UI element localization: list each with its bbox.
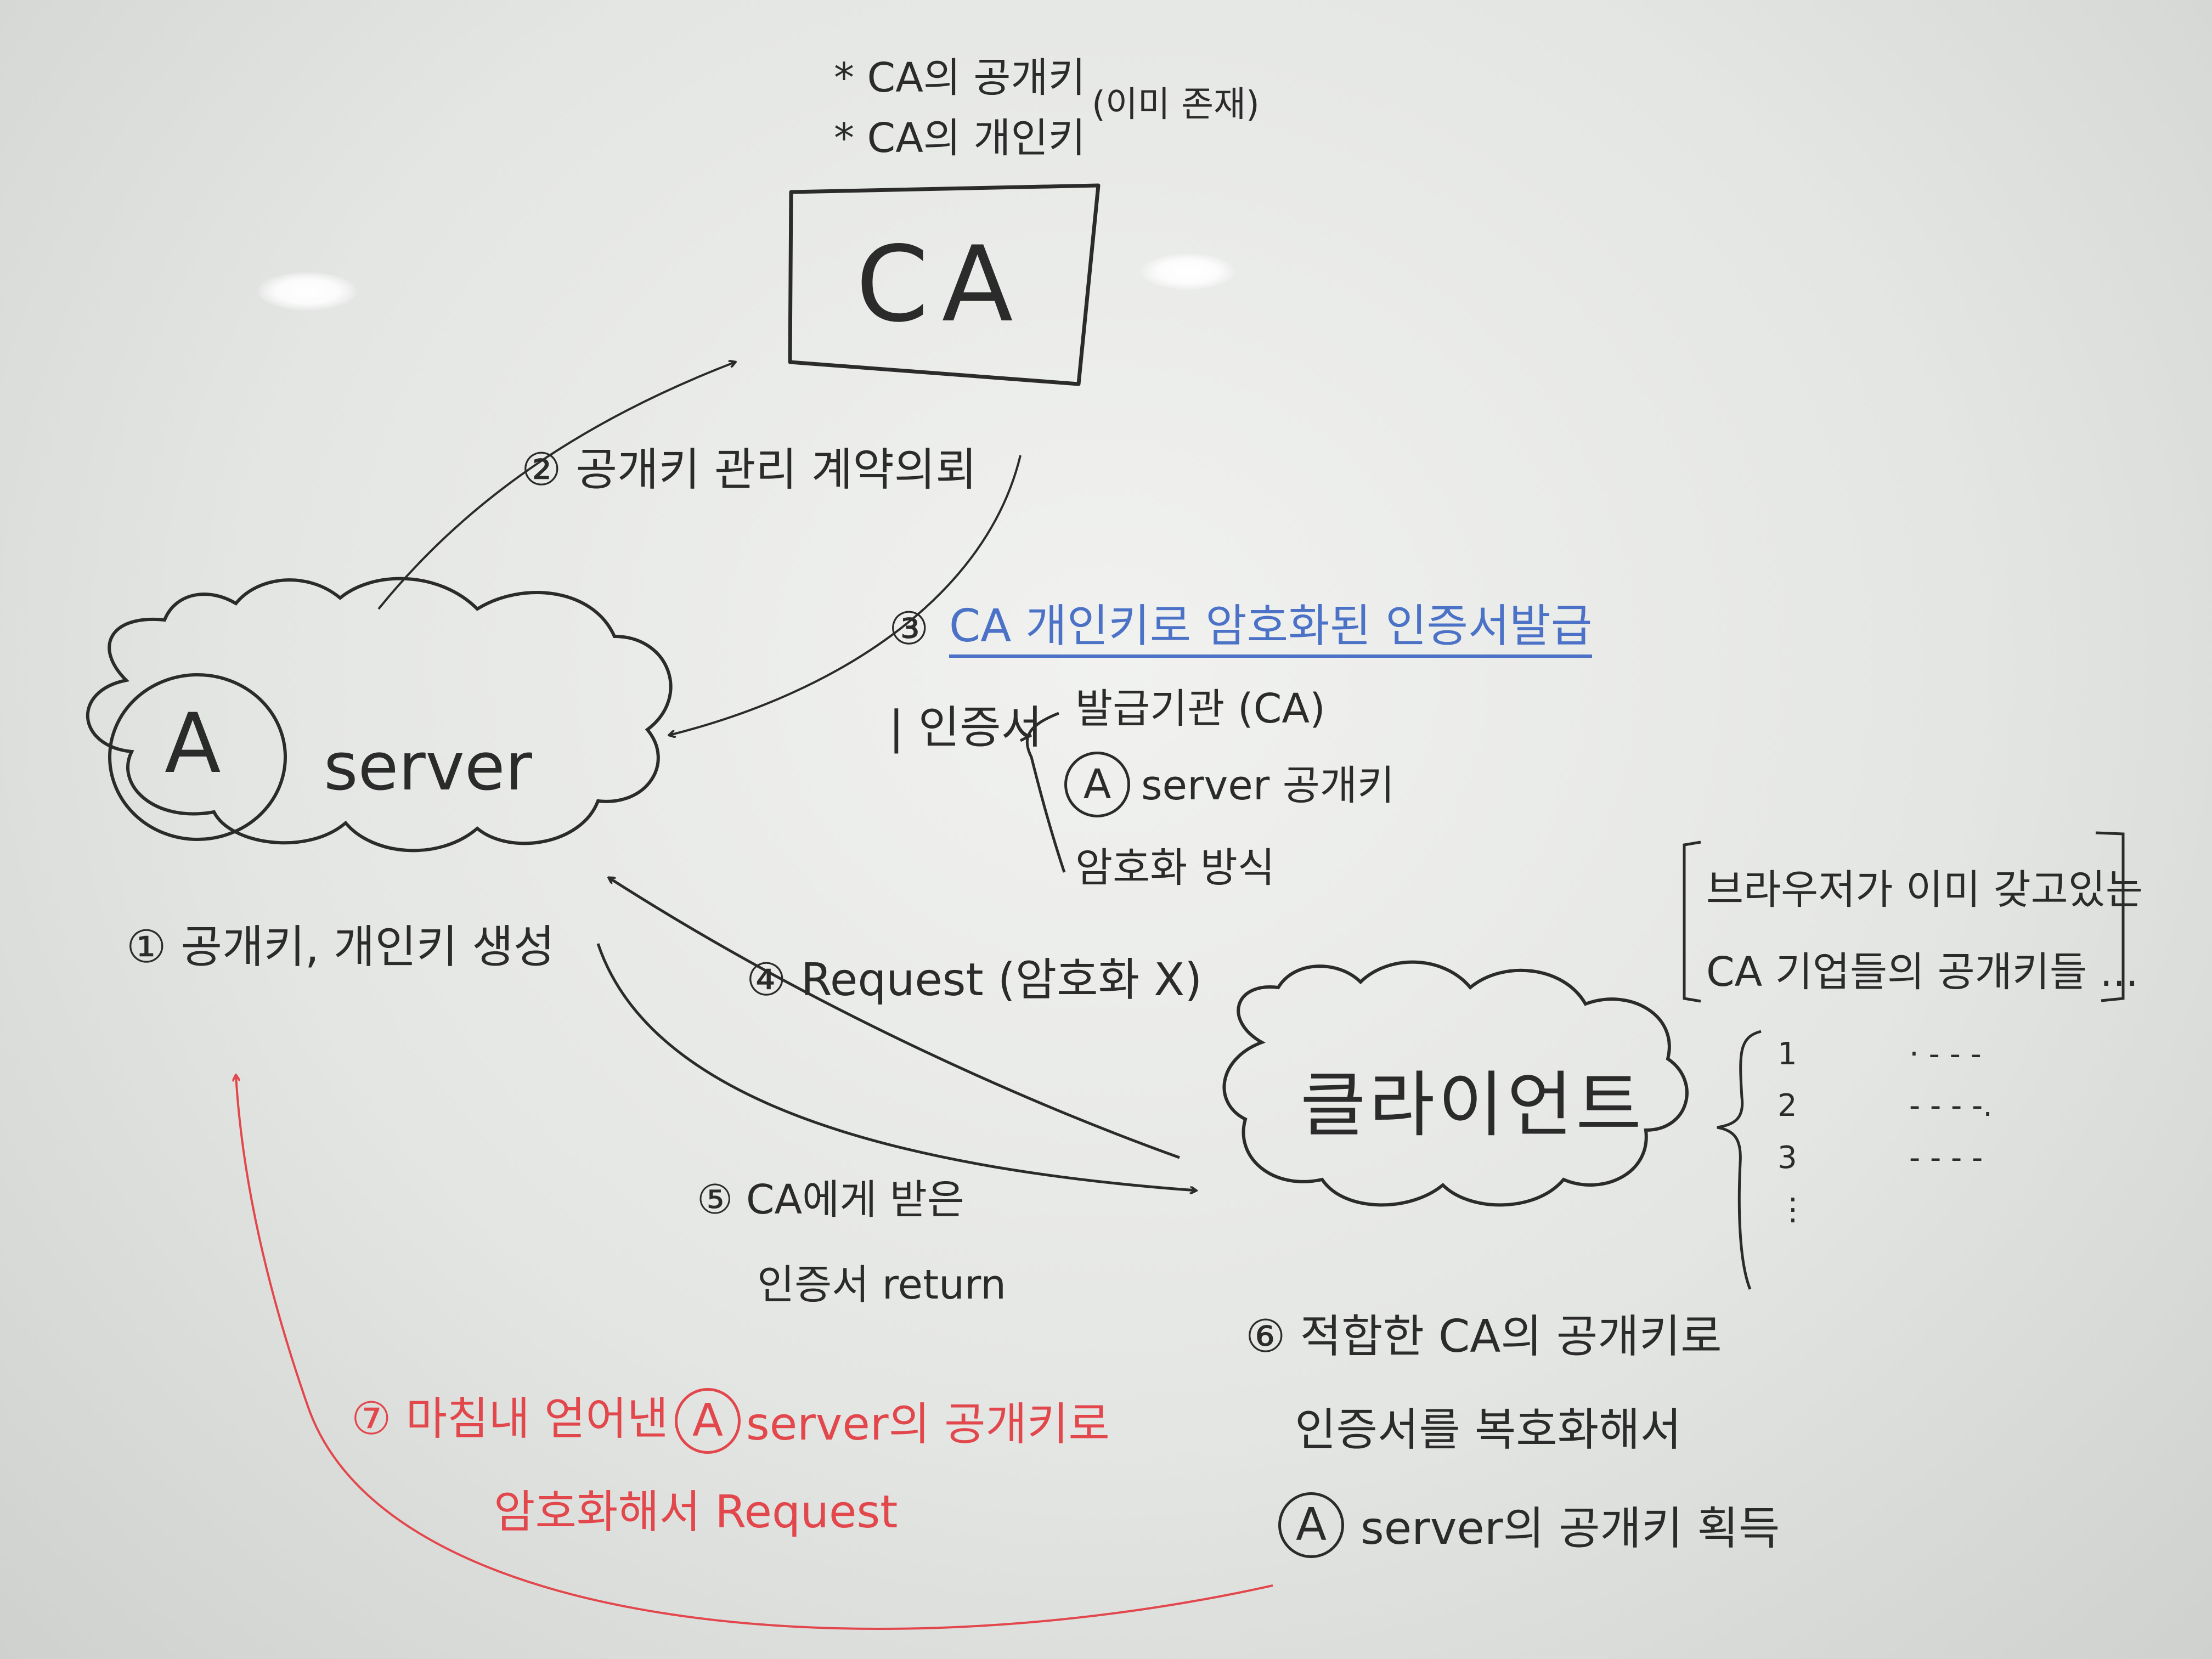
- ca-private-key-note: * CA의 개인키: [834, 115, 1086, 162]
- certificate-a-circle: A: [1064, 752, 1130, 817]
- certificate-method: 암호화 방식: [1075, 844, 1275, 891]
- browser-note-line-1: 브라우저가 이미 갖고있는: [1706, 866, 2143, 913]
- ca-box: [788, 183, 1101, 386]
- arrow-client-to-server-red: [236, 1075, 1273, 1630]
- step-7-a-circle: A: [675, 1388, 741, 1454]
- step-1-label: ① 공개키, 개인키 생성: [126, 921, 555, 973]
- arrow-server-to-ca: [377, 362, 735, 610]
- ceiling-light-glare-left: [258, 272, 357, 311]
- step-3-number: ③: [889, 603, 929, 655]
- key-list-number: 1: [1778, 1036, 1797, 1072]
- browser-note-left-bracket: [1683, 840, 1701, 1003]
- key-list-number: ⋮: [1778, 1192, 1808, 1228]
- arrow-ca-to-server: [669, 455, 1022, 735]
- key-list-dots: - - - -.: [1909, 1088, 1993, 1124]
- key-list-number: 2: [1778, 1088, 1797, 1124]
- server-cloud: [86, 577, 673, 853]
- key-list-item: 3 - - - -: [1778, 1139, 1993, 1176]
- step-7-a-letter: A: [692, 1395, 724, 1447]
- step-7-line-2: 암호화해서 Request: [494, 1486, 898, 1538]
- ceiling-light-glare-right: [1141, 253, 1234, 290]
- step-6-line-3: server의 공개키 획득: [1361, 1503, 1780, 1555]
- server-a-circle: [108, 673, 287, 841]
- client-cloud: [1222, 960, 1689, 1207]
- key-list-dots: · - - -: [1909, 1036, 1982, 1072]
- step-6-line-1: ⑥ 적합한 CA의 공개키로: [1245, 1311, 1722, 1363]
- step-6-a-letter: A: [1295, 1499, 1327, 1551]
- certificate-brace-tick: [1019, 733, 1032, 742]
- step-7-line-1b: server의 공개키로: [746, 1398, 1110, 1451]
- key-list: 1 · - - - 2 - - - -. 3 - - - - ⋮: [1778, 1036, 1993, 1228]
- arrow-server-to-client: [596, 943, 1196, 1190]
- key-list-item: 2 - - - -.: [1778, 1088, 1993, 1124]
- certificate-issuer: 발급기관 (CA): [1075, 685, 1325, 732]
- server-a-letter: A: [165, 696, 221, 792]
- ca-public-key-note: * CA의 공개키: [834, 54, 1086, 101]
- step-6-a-circle: A: [1278, 1492, 1344, 1558]
- key-list-number: 3: [1778, 1139, 1797, 1176]
- key-list-item: 1 · - - -: [1778, 1036, 1993, 1072]
- key-list-item: ⋮: [1778, 1192, 1993, 1227]
- key-list-dots: - - - -: [1909, 1139, 1983, 1176]
- browser-note-line-2: CA 기업들의 공개키들 ...: [1706, 949, 2139, 996]
- client-label: 클라이언트: [1300, 1063, 1645, 1147]
- certificate-server-key: server 공개키: [1141, 762, 1395, 809]
- browser-note-right-bracket: [2095, 831, 2125, 1002]
- key-list-brace: [1717, 1030, 1762, 1290]
- step-5-line-2: 인증서 return: [757, 1261, 1007, 1308]
- step-4-label: ④ Request (암호화 X): [746, 954, 1203, 1006]
- step-6-line-2: 인증서를 복호화해서: [1295, 1404, 1682, 1456]
- step-5-line-1: ⑤ CA에게 받은: [697, 1176, 964, 1223]
- certificate-brace: [1025, 712, 1066, 873]
- step-7-line-1: ⑦ 마침내 얻어낸: [351, 1393, 669, 1445]
- ca-label: CA: [856, 224, 1026, 345]
- step-3-label: CA 개인키로 암호화된 인증서발급: [949, 600, 1593, 658]
- server-label: server: [324, 729, 532, 805]
- ca-note-paren: (이미 존재): [1092, 84, 1260, 125]
- certificate-label: | 인증서: [889, 702, 1043, 754]
- arrow-client-to-server: [609, 878, 1180, 1159]
- step-2-label: ② 공개키 관리 계약의뢰: [521, 444, 977, 496]
- certificate-a-letter: A: [1083, 761, 1111, 808]
